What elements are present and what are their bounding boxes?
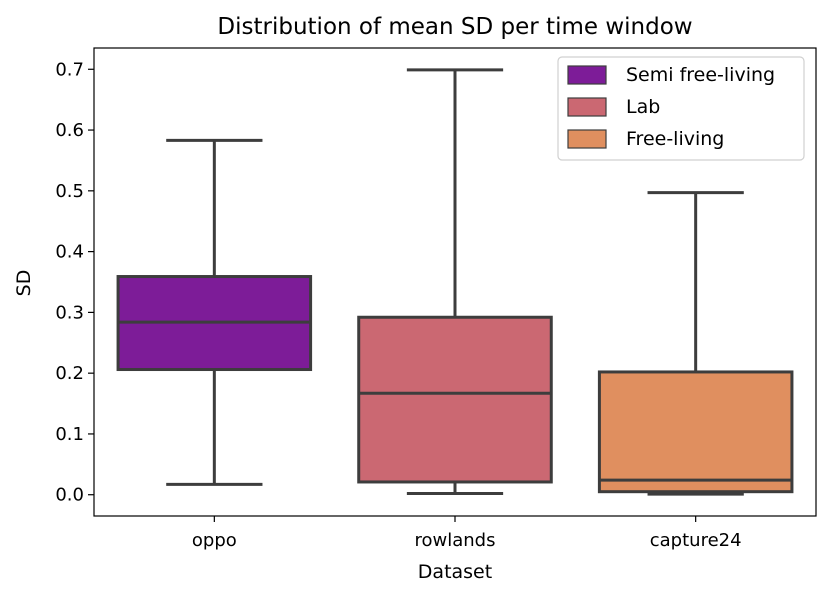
box-iqr <box>357 315 553 484</box>
box-series <box>116 68 794 496</box>
y-tick-label: 0.1 <box>55 424 84 445</box>
legend-swatch <box>567 129 607 149</box>
y-tick-label: 0.5 <box>55 181 84 202</box>
y-tick-label: 0.0 <box>55 485 84 506</box>
y-tick-label: 0.6 <box>55 120 84 141</box>
x-axis-label: Dataset <box>418 561 492 583</box>
box-iqr <box>597 370 794 494</box>
x-tick-label: capture24 <box>650 530 742 551</box>
y-tick-label: 0.7 <box>55 59 84 80</box>
box-oppo <box>116 138 313 486</box>
legend-label: Free-living <box>626 128 724 150</box>
chart-title: Distribution of mean SD per time window <box>217 14 692 40</box>
x-tick-label: rowlands <box>415 530 496 551</box>
legend-swatch <box>567 65 607 85</box>
y-axis-label: SD <box>13 270 35 297</box>
box-capture24 <box>597 191 794 496</box>
y-axis-ticks: 0.0 0.1 0.2 0.3 0.4 0.5 0.6 0.7 <box>55 59 94 506</box>
y-tick-label: 0.4 <box>55 242 84 263</box>
x-tick-label: oppo <box>192 530 237 551</box>
box-rowlands <box>357 68 553 496</box>
plot-area-frame <box>93 47 817 517</box>
y-tick-label: 0.3 <box>55 302 84 323</box>
legend-swatch <box>567 97 607 117</box>
legend-label: Semi free-living <box>626 64 775 86</box>
legend-label: Lab <box>626 96 660 118</box>
y-tick-label: 0.2 <box>55 363 84 384</box>
x-axis-ticks: oppo rowlands capture24 <box>192 516 742 551</box>
legend-frame <box>557 56 805 161</box>
